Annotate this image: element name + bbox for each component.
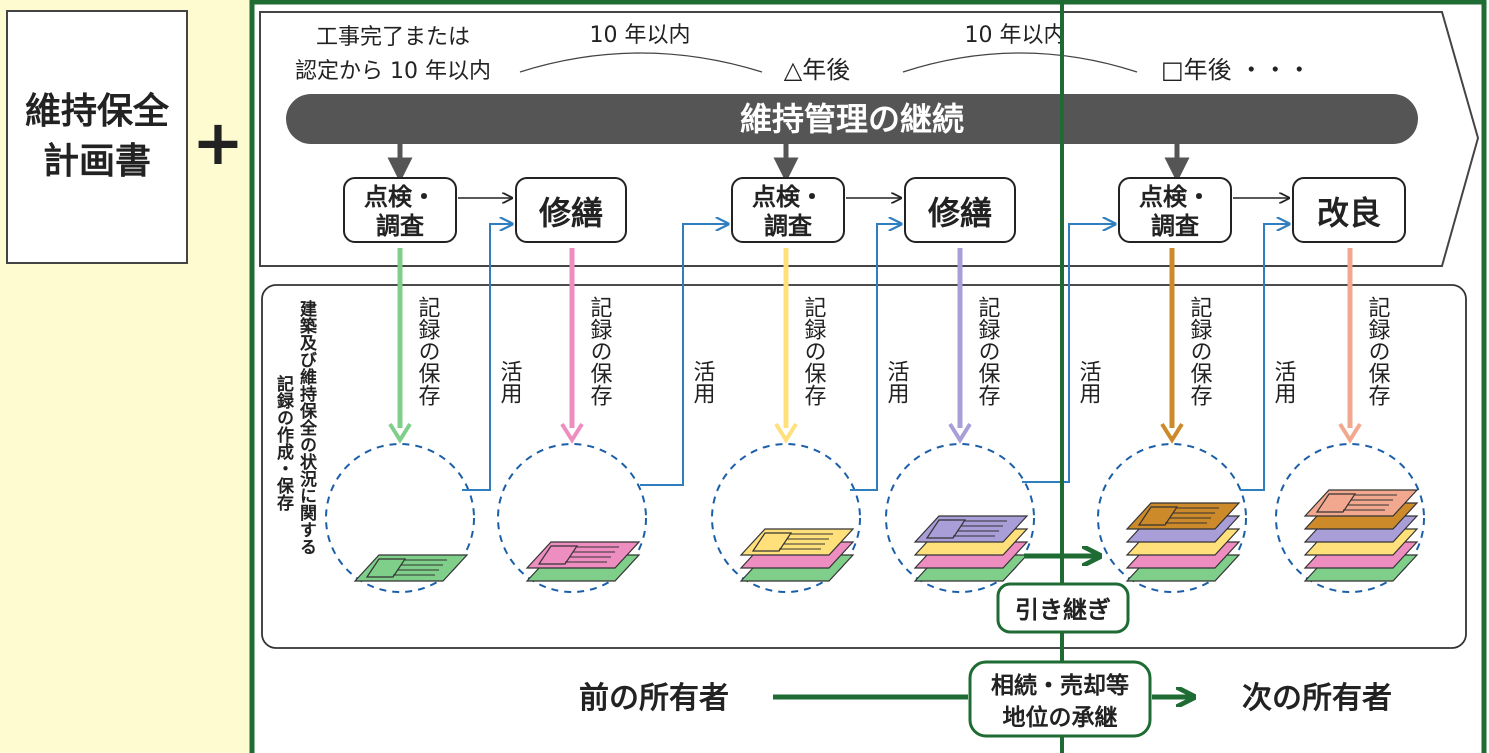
- use-label-1: 活用: [497, 360, 523, 404]
- use-label-2: 活用: [690, 360, 716, 404]
- records-panel: [261, 284, 1467, 649]
- record-circle-3: [711, 443, 861, 593]
- record-circles: [325, 443, 1425, 593]
- step-inspection-3-line1: 点検・: [1139, 183, 1211, 211]
- handover-box: [996, 582, 1130, 634]
- use-label-5: 活用: [1271, 360, 1297, 404]
- step-inspection-3-box: [1118, 177, 1232, 243]
- use-connectors: [462, 224, 1289, 491]
- step-inspection-1-line1: 点検・: [364, 183, 436, 211]
- use-labels: 活用 活用 活用 活用 活用: [497, 360, 1297, 404]
- record-sheet-3-3: [739, 528, 855, 556]
- previous-owner-label: 前の所有者: [579, 681, 729, 716]
- step-inspection-1-box: [343, 177, 457, 243]
- record-arrows: [388, 248, 1362, 444]
- use-label-3: 活用: [884, 360, 910, 404]
- record-label-4: 記録の保存: [975, 296, 1001, 406]
- step-inspection-2-box: [731, 177, 845, 243]
- step-inspection-2-line1: 点検・: [752, 183, 824, 211]
- record-arrow-head-4: [948, 422, 972, 444]
- interval-arc-1: [519, 52, 763, 73]
- record-sheet-1-1: [353, 554, 469, 582]
- record-arrow-head-1: [388, 422, 412, 444]
- step-repair-1-box: [515, 177, 627, 243]
- record-label-3: 記録の保存: [801, 296, 827, 406]
- record-label-6: 記録の保存: [1365, 296, 1391, 406]
- interval-arc-2: [902, 52, 1138, 73]
- record-arrow-head-2: [560, 422, 584, 444]
- process-steps: 点検・ 調査 修繕 点検・ 調査 修繕 点検・ 調査 改良: [343, 177, 1406, 243]
- record-circle-4: [885, 443, 1035, 593]
- timeline-interval-1: 10 年以内: [590, 23, 691, 48]
- step-repair-2-label: 修繕: [927, 194, 992, 232]
- record-sheet-5-5: [1125, 502, 1241, 530]
- record-label-1: 記録の保存: [415, 296, 441, 406]
- record-arrow-head-6: [1338, 422, 1362, 444]
- record-arrow-head-5: [1160, 422, 1184, 444]
- timeline-start-line1: 工事完了または: [316, 25, 470, 50]
- timeline-start-line2: 認定から 10 年以内: [295, 59, 491, 84]
- succession-box: [968, 660, 1152, 738]
- use-arrow-2: [640, 224, 728, 486]
- step-improvement-box: [1292, 177, 1406, 243]
- record-circle-1: [325, 443, 475, 593]
- record-sheet-6-6: [1303, 489, 1419, 517]
- step-inspection-1-line2: 調査: [376, 212, 424, 240]
- use-arrow-3: [850, 224, 901, 491]
- use-arrow-1: [462, 224, 512, 491]
- step-inspection-2-line2: 調査: [764, 212, 812, 240]
- record-labels: 記録の保存 記録の保存 記録の保存 記録の保存 記録の保存 記録の保存: [415, 296, 1391, 406]
- succession-line1: 相続・売却等: [991, 672, 1129, 699]
- record-circle-5: [1097, 443, 1247, 593]
- record-circle-2: [497, 443, 647, 593]
- record-sheet-4-4: [913, 515, 1029, 543]
- banner-label: 維持管理の継続: [740, 100, 964, 138]
- handover-label: 引き継ぎ: [1015, 596, 1111, 624]
- timeline-interval-2: 10 年以内: [965, 23, 1066, 48]
- document-stacks: [353, 489, 1419, 582]
- timeline-end: □年後 ・・・: [1161, 56, 1311, 84]
- side-label-col1: 建築及び維持保全の状況に関する: [296, 299, 318, 555]
- next-owner-label: 次の所有者: [1242, 681, 1392, 716]
- side-label-col2: 記録の作成・保存: [273, 374, 295, 512]
- step-improvement-label: 改良: [1317, 194, 1381, 232]
- step-repair-2-box: [904, 177, 1016, 243]
- step-repair-1-label: 修繕: [538, 194, 603, 232]
- succession-line2: 地位の承継: [1003, 704, 1118, 731]
- record-circle-6: [1275, 443, 1425, 593]
- green-frame: [249, 0, 1487, 753]
- timeline-mid: △年後: [784, 56, 850, 84]
- use-arrow-5: [1240, 224, 1289, 491]
- record-label-2: 記録の保存: [587, 296, 613, 406]
- record-sheet-2-2: [525, 541, 641, 569]
- record-arrow-head-3: [774, 422, 798, 444]
- maintenance-banner: [286, 94, 1418, 144]
- use-arrow-4: [1022, 224, 1115, 483]
- step-inspection-3-line2: 調査: [1151, 212, 1199, 240]
- record-label-5: 記録の保存: [1187, 296, 1213, 406]
- use-label-4: 活用: [1076, 360, 1102, 404]
